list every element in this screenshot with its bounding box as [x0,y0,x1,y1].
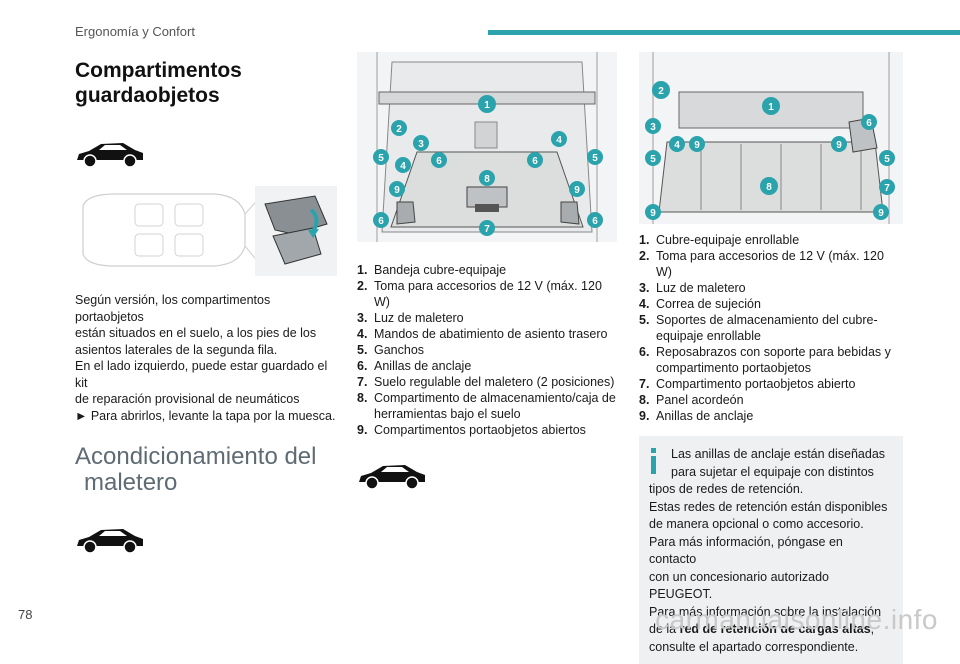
svg-text:6: 6 [436,156,442,167]
car-silhouette-icon [359,465,425,490]
info-icon [651,448,656,474]
svg-text:7: 7 [884,183,890,194]
section-title-trunk-line2: maletero [84,469,178,496]
list-item: 2.Toma para accesorios de 12 V (máx. 120… [639,249,884,279]
info-text-line: de la red de retención de cargas altas, [649,622,875,636]
info-note-box: Las anillas de anclaje están diseñadas p… [639,436,903,664]
svg-text:4: 4 [400,161,406,172]
list-item: 2.Toma para accesorios de 12 V (máx. 120… [357,279,602,309]
list-item: 4.Mandos de abatimiento de asiento trase… [357,327,608,341]
section-title-trunk-line1: Acondicionamiento del [75,443,317,470]
svg-text:3: 3 [650,122,656,133]
list-item: 1.Cubre-equipaje enrollable [639,233,800,247]
svg-text:8: 8 [766,182,772,193]
section-title-trunk: Acondicionamiento del maletero [75,444,337,496]
column-trunk-version-2: 2 1 3 4 9 5 9 6 5 7 8 9 9 1.Cubre-equipa… [639,52,903,664]
list-item: 6.Reposabrazos con soporte para bebidas … [639,345,891,375]
storage-text-line: de reparación provisional de neumáticos [75,392,300,406]
svg-text:1: 1 [484,100,490,111]
svg-text:4: 4 [674,140,680,151]
list-item: 3.Luz de maletero [639,281,746,295]
header-accent-bar [488,30,960,35]
list-item: 8.Panel acordeón [639,393,744,407]
list-item: 7.Suelo regulable del maletero (2 posici… [357,375,615,389]
info-text-line: de manera opcional o como accesorio. [649,517,864,531]
watermark: carmanualsonline.info [655,604,938,635]
car-silhouette-icon [77,143,143,168]
list-item: 9.Anillas de anclaje [639,409,754,423]
info-text-line: Para más información, póngase en contact… [649,534,843,567]
storage-text-line: Según versión, los compartimentos portao… [75,293,271,324]
svg-text:5: 5 [884,154,890,165]
info-text-line: para sujetar el equipaje con distintos [671,464,874,479]
info-text-line: tipos de redes de retención. [649,482,804,496]
svg-text:6: 6 [866,118,872,129]
svg-text:9: 9 [836,140,842,151]
list-item: 5.Soportes de almacenamiento del cubre-e… [639,313,878,343]
list-item: 5.Ganchos [357,343,425,357]
storage-text-line: En el lado izquierdo, puede estar guarda… [75,359,328,390]
storage-compartment-illustration [75,184,337,276]
info-text-line: Para más información sobre la instalació… [649,604,882,619]
svg-text:6: 6 [378,216,384,227]
info-text-line: Las anillas de anclaje están diseñadas [671,447,886,461]
storage-text-line: asientos laterales de la segunda fila. [75,342,278,357]
list-item: 6.Anillas de anclaje [357,359,472,373]
svg-text:5: 5 [378,153,384,164]
list-item: 1.Bandeja cubre-equipaje [357,263,507,277]
column-storage: Compartimentos guardaobjetos Según versi… [75,58,337,556]
page-header-title: Ergonomía y Confort [75,24,195,39]
svg-text:9: 9 [650,208,656,219]
svg-text:2: 2 [396,124,402,135]
svg-text:7: 7 [484,224,490,235]
cargo-net-reference: red de retención de cargas altas [679,622,871,636]
trunk-legend-list-1: 1.Bandeja cubre-equipaje 2.Toma para acc… [357,262,617,438]
svg-text:5: 5 [592,153,598,164]
list-item: 8.Compartimento de almacenamiento/caja d… [357,391,616,421]
callout-markers: 2 1 3 4 9 5 9 6 5 7 8 9 9 [645,81,895,220]
trunk-illustration-2: 2 1 3 4 9 5 9 6 5 7 8 9 9 [639,52,903,224]
svg-text:2: 2 [658,86,664,97]
svg-text:1: 1 [768,102,774,113]
trunk-legend-list-2: 1.Cubre-equipaje enrollable 2.Toma para … [639,232,903,424]
svg-text:5: 5 [650,154,656,165]
storage-text-line: están situados en el suelo, a los pies d… [75,326,317,340]
page-number: 78 [18,607,33,622]
list-item: 3.Luz de maletero [357,311,464,325]
storage-instruction: ► Para abrirlos, levante la tapa por la … [75,408,336,423]
storage-description: Según versión, los compartimentos portao… [75,292,337,424]
list-item: 9.Compartimentos portaobjetos abiertos [357,423,586,437]
svg-text:9: 9 [394,185,400,196]
svg-text:3: 3 [418,139,424,150]
info-text-line: Estas redes de retención están disponibl… [649,499,888,514]
svg-text:4: 4 [556,135,562,146]
callout-markers: 1 2 3 4 5 6 6 5 4 9 9 8 6 6 7 [373,95,603,236]
svg-text:8: 8 [484,174,490,185]
svg-text:9: 9 [694,140,700,151]
svg-text:6: 6 [592,216,598,227]
svg-text:9: 9 [574,185,580,196]
svg-text:9: 9 [878,208,884,219]
svg-text:6: 6 [532,156,538,167]
trunk-illustration-1: 1 2 3 4 5 6 6 5 4 9 9 8 6 6 7 [357,52,617,242]
info-text-line: con un concesionario autorizado PEUGEOT. [649,569,829,602]
column-trunk-version-1: 1 2 3 4 5 6 6 5 4 9 9 8 6 6 7 1.Bandeja … [357,52,617,492]
section-title-storage: Compartimentos guardaobjetos [75,59,242,107]
car-silhouette-icon [77,529,143,554]
list-item: 4.Correa de sujeción [639,297,761,311]
list-item: 7.Compartimento portaobjetos abierto [639,377,856,391]
info-text-line: consulte el apartado correspondiente. [649,639,859,654]
